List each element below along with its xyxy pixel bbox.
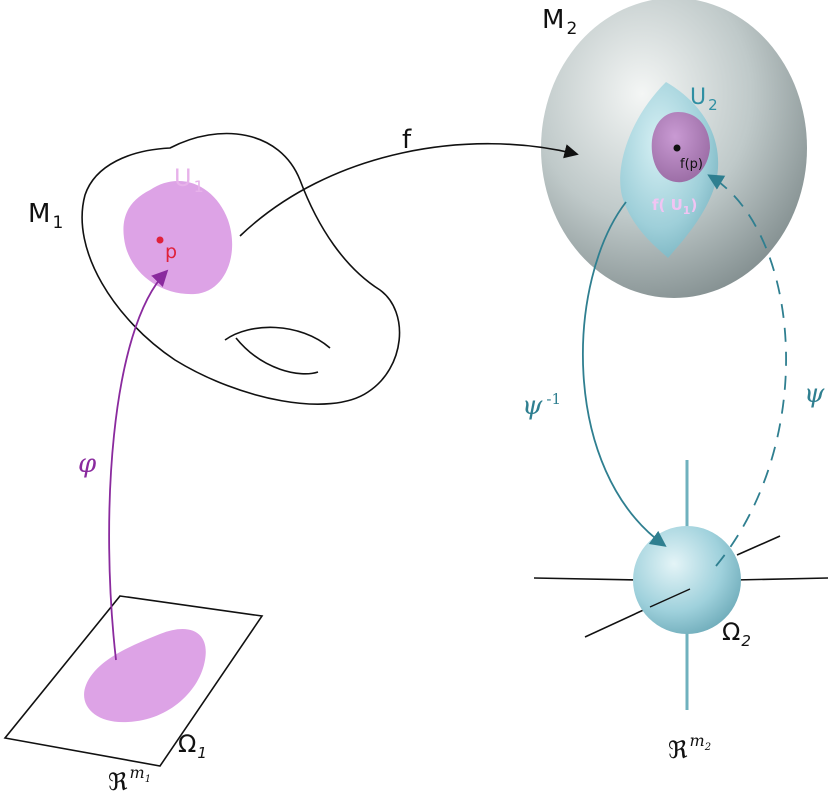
label-omega1: Ω1 (178, 730, 207, 762)
label-psi-inverse: ψ-1 (522, 390, 561, 421)
label-psi: ψ (804, 379, 825, 409)
region-u1 (123, 181, 233, 295)
axis-diagonal-upper (736, 535, 781, 556)
manifold-m1-hole-lower (235, 337, 319, 375)
map-f-arrow (239, 142, 579, 237)
axis-horizontal-left (533, 577, 641, 581)
label-f: f (402, 125, 412, 155)
region-omega1 (84, 629, 206, 723)
label-f-u1: f( U1) (652, 196, 697, 217)
axis-diagonal-lower (584, 606, 651, 638)
axis-horizontal-right (733, 577, 829, 581)
label-phi: φ (78, 449, 97, 479)
region-f-u1 (651, 112, 710, 183)
map-psi-arrow (707, 174, 787, 567)
map-phi-arrow (108, 269, 169, 661)
point-fp (673, 144, 681, 152)
label-omega2: Ω2 (722, 618, 751, 650)
axis-diagonal-inside (649, 588, 691, 608)
manifold-m1-outline (81, 132, 401, 405)
region-omega2-ball (633, 526, 741, 634)
point-p (156, 236, 164, 244)
label-p: p (165, 241, 177, 263)
manifold-m1-hole-upper (224, 326, 331, 349)
plane-r-m1 (3, 595, 264, 767)
map-psi-inverse-arrow (582, 201, 667, 547)
label-fp: f(p) (680, 157, 703, 172)
